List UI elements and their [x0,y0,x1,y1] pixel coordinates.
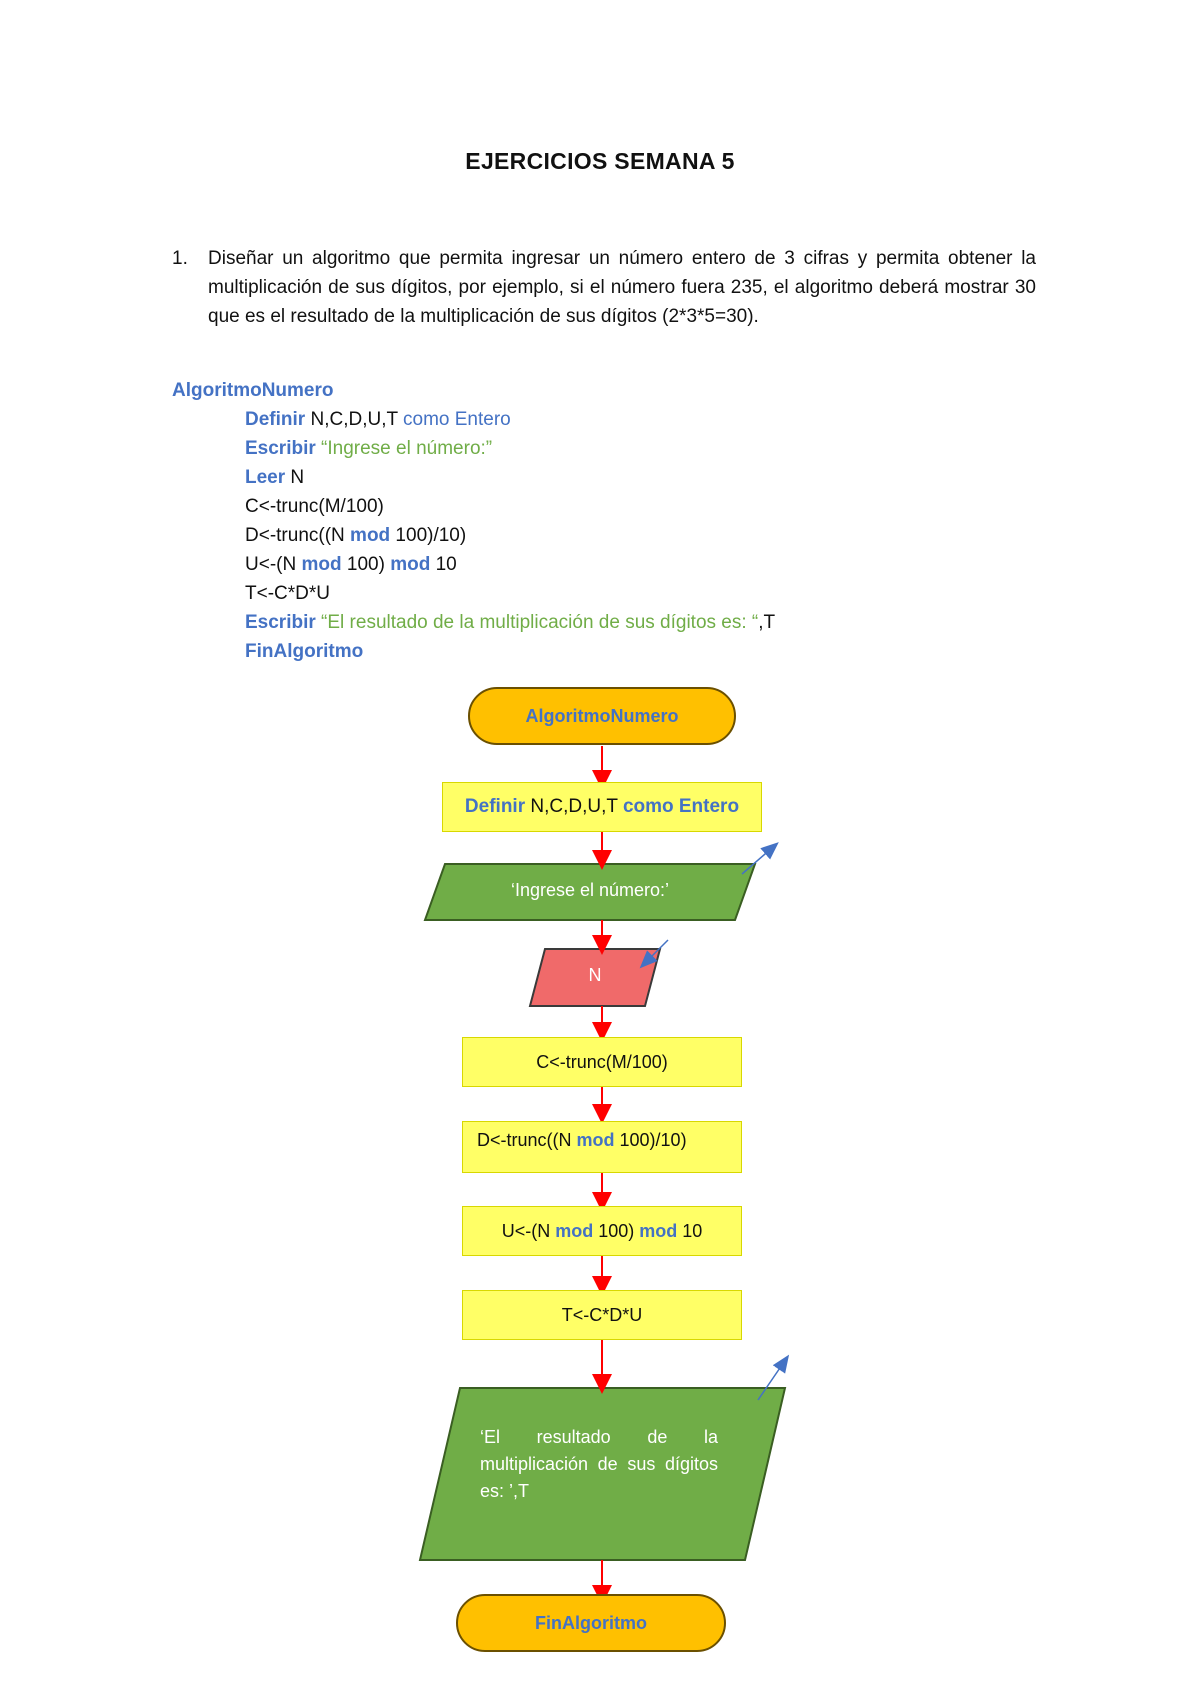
pseudo-define-type: como Entero [403,409,511,430]
flow-step-d-box: D<-trunc((N mod 100)/10) [462,1121,742,1173]
pseudo-line-c: C<-trunc(M/100) [245,496,384,517]
flow-step-u-part-b: 100) [593,1220,640,1241]
pseudo-d-mod: mod [350,525,391,546]
exercise-statement: 1. Diseñar un algoritmo que permita ingr… [172,244,1036,331]
pseudo-read-kw: Leer [245,467,286,488]
pseudo-line-write1: Escribir “Ingrese el número:” [245,434,492,463]
pseudo-header: AlgoritmoNumero [172,380,334,401]
flow-input-io-arrow [639,939,669,969]
pseudo-line-t: T<-C*D*U [245,583,330,604]
pseudo-write2-tail: ,T [758,612,776,633]
pseudo-write1-str: “Ingrese el número:” [315,438,493,459]
flow-step-t-label: T<-C*D*U [561,1304,643,1325]
flow-output1-label: ‘Ingrese el número:’ [510,880,670,900]
exercise-number: 1. [172,248,188,269]
pseudo-u-mod-2: mod [390,554,431,575]
pseudo-end: FinAlgoritmo [245,641,364,662]
pseudo-write2-kw: Escribir [245,612,316,633]
pseudo-read-var: N [285,467,305,488]
flow-define-type: como Entero [622,796,740,817]
pseudo-u-part-b: 100) [341,554,391,575]
flow-end-terminal: FinAlgoritmo [456,1594,726,1652]
pseudo-u-part-c: 10 [430,554,457,575]
flow-step-c-box: C<-trunc(M/100) [462,1037,742,1087]
flow-output1-io-arrow [741,842,779,875]
flow-define-vars: N,C,D,U,T [525,796,623,817]
flow-step-u-mod-2: mod [639,1220,678,1241]
flow-output1-shape [423,863,757,921]
page-title: EJERCICIOS SEMANA 5 [465,148,735,174]
flow-step-c-label: C<-trunc(M/100) [536,1051,668,1072]
pseudo-write1-kw: Escribir [245,438,316,459]
flow-step-d-part-a: D<-trunc((N [477,1130,577,1150]
pseudo-line-define: Definir N,C,D,U,T como Entero [245,405,511,434]
pseudo-u-mod-1: mod [301,554,342,575]
flow-output2-shape [418,1387,787,1561]
flow-define-box: Definir N,C,D,U,T como Entero [442,782,762,832]
pseudo-u-part-a: U<-(N [245,554,302,575]
pseudo-line-read: Leer N [245,463,304,492]
flow-start-label: AlgoritmoNumero [525,705,679,726]
flow-input-label: N [588,965,602,985]
flow-step-u-part-a: U<-(N [501,1220,556,1241]
flow-step-u-mod-1: mod [555,1220,594,1241]
flow-input-shape [528,948,662,1007]
flow-output2-io-arrow [757,1354,790,1401]
pseudo-d-part-a: D<-trunc((N [245,525,351,546]
flow-step-u-box: U<-(N mod 100) mod 10 [462,1206,742,1256]
flow-step-d-part-b: 100)/10) [614,1130,687,1150]
pseudo-define-kw: Definir [245,409,306,430]
flow-step-t-box: T<-C*D*U [462,1290,742,1340]
pseudo-line-write2: Escribir “El resultado de la multiplicac… [245,608,775,637]
exercise-text: Diseñar un algoritmo que permita ingresa… [208,248,1036,327]
pseudo-write2-str: “El resultado de la multiplicación de su… [315,612,759,633]
flow-define-kw: Definir [464,796,526,817]
flow-step-u-part-c: 10 [677,1220,703,1241]
flow-start-terminal: AlgoritmoNumero [468,687,736,745]
pseudo-line-u: U<-(N mod 100) mod 10 [245,550,457,579]
flow-output2-label: ‘El resultado de la multiplicación de su… [480,1427,718,1501]
pseudo-d-part-b: 100)/10) [390,525,467,546]
pseudo-line-d: D<-trunc((N mod 100)/10) [245,521,466,550]
pseudo-define-vars: N,C,D,U,T [305,409,404,430]
flow-step-d-mod: mod [576,1130,615,1150]
flow-end-label: FinAlgoritmo [535,1612,647,1633]
